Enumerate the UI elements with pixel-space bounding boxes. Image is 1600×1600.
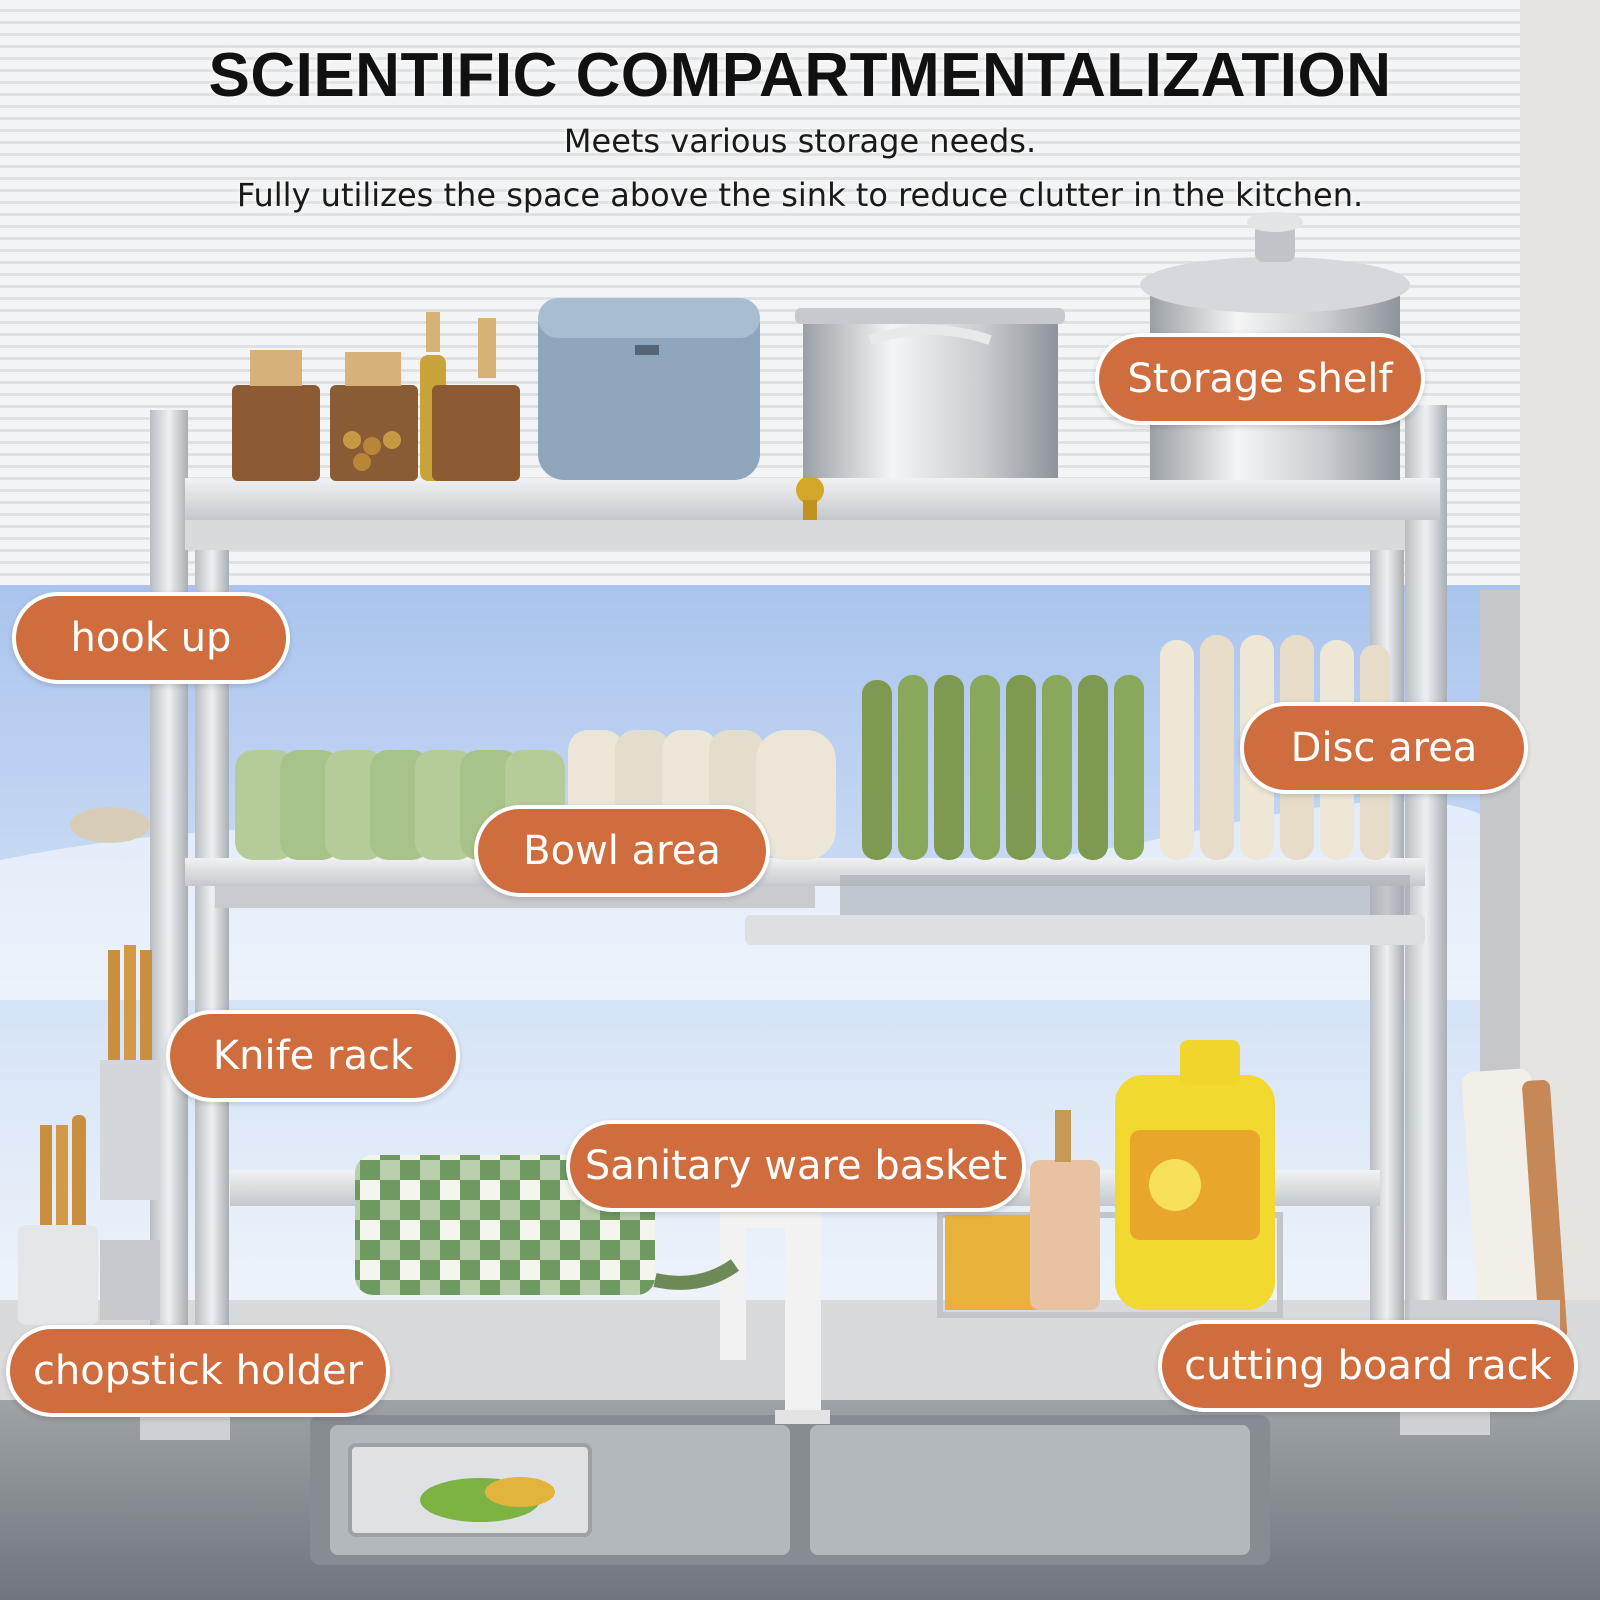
page-title: SCIENTIFIC COMPARTMENTALIZATION [208,41,1392,110]
label-cutting-board-rack: cutting board rack [1158,1320,1578,1412]
subtitle-line-2: Fully utilizes the space above the sink … [236,176,1364,214]
label-hook-up: hook up [12,592,290,684]
label-chopstick-holder: chopstick holder [6,1325,390,1417]
label-storage-shelf: Storage shelf [1095,333,1425,425]
label-sanitary-ware-basket: Sanitary ware basket [566,1120,1026,1212]
label-disc-area: Disc area [1240,702,1528,794]
label-knife-rack: Knife rack [166,1010,460,1102]
subtitle-line-1: Meets various storage needs. [563,122,1037,160]
header: SCIENTIFIC COMPARTMENTALIZATION Meets va… [0,40,1600,219]
label-bowl-area: Bowl area [474,805,770,897]
